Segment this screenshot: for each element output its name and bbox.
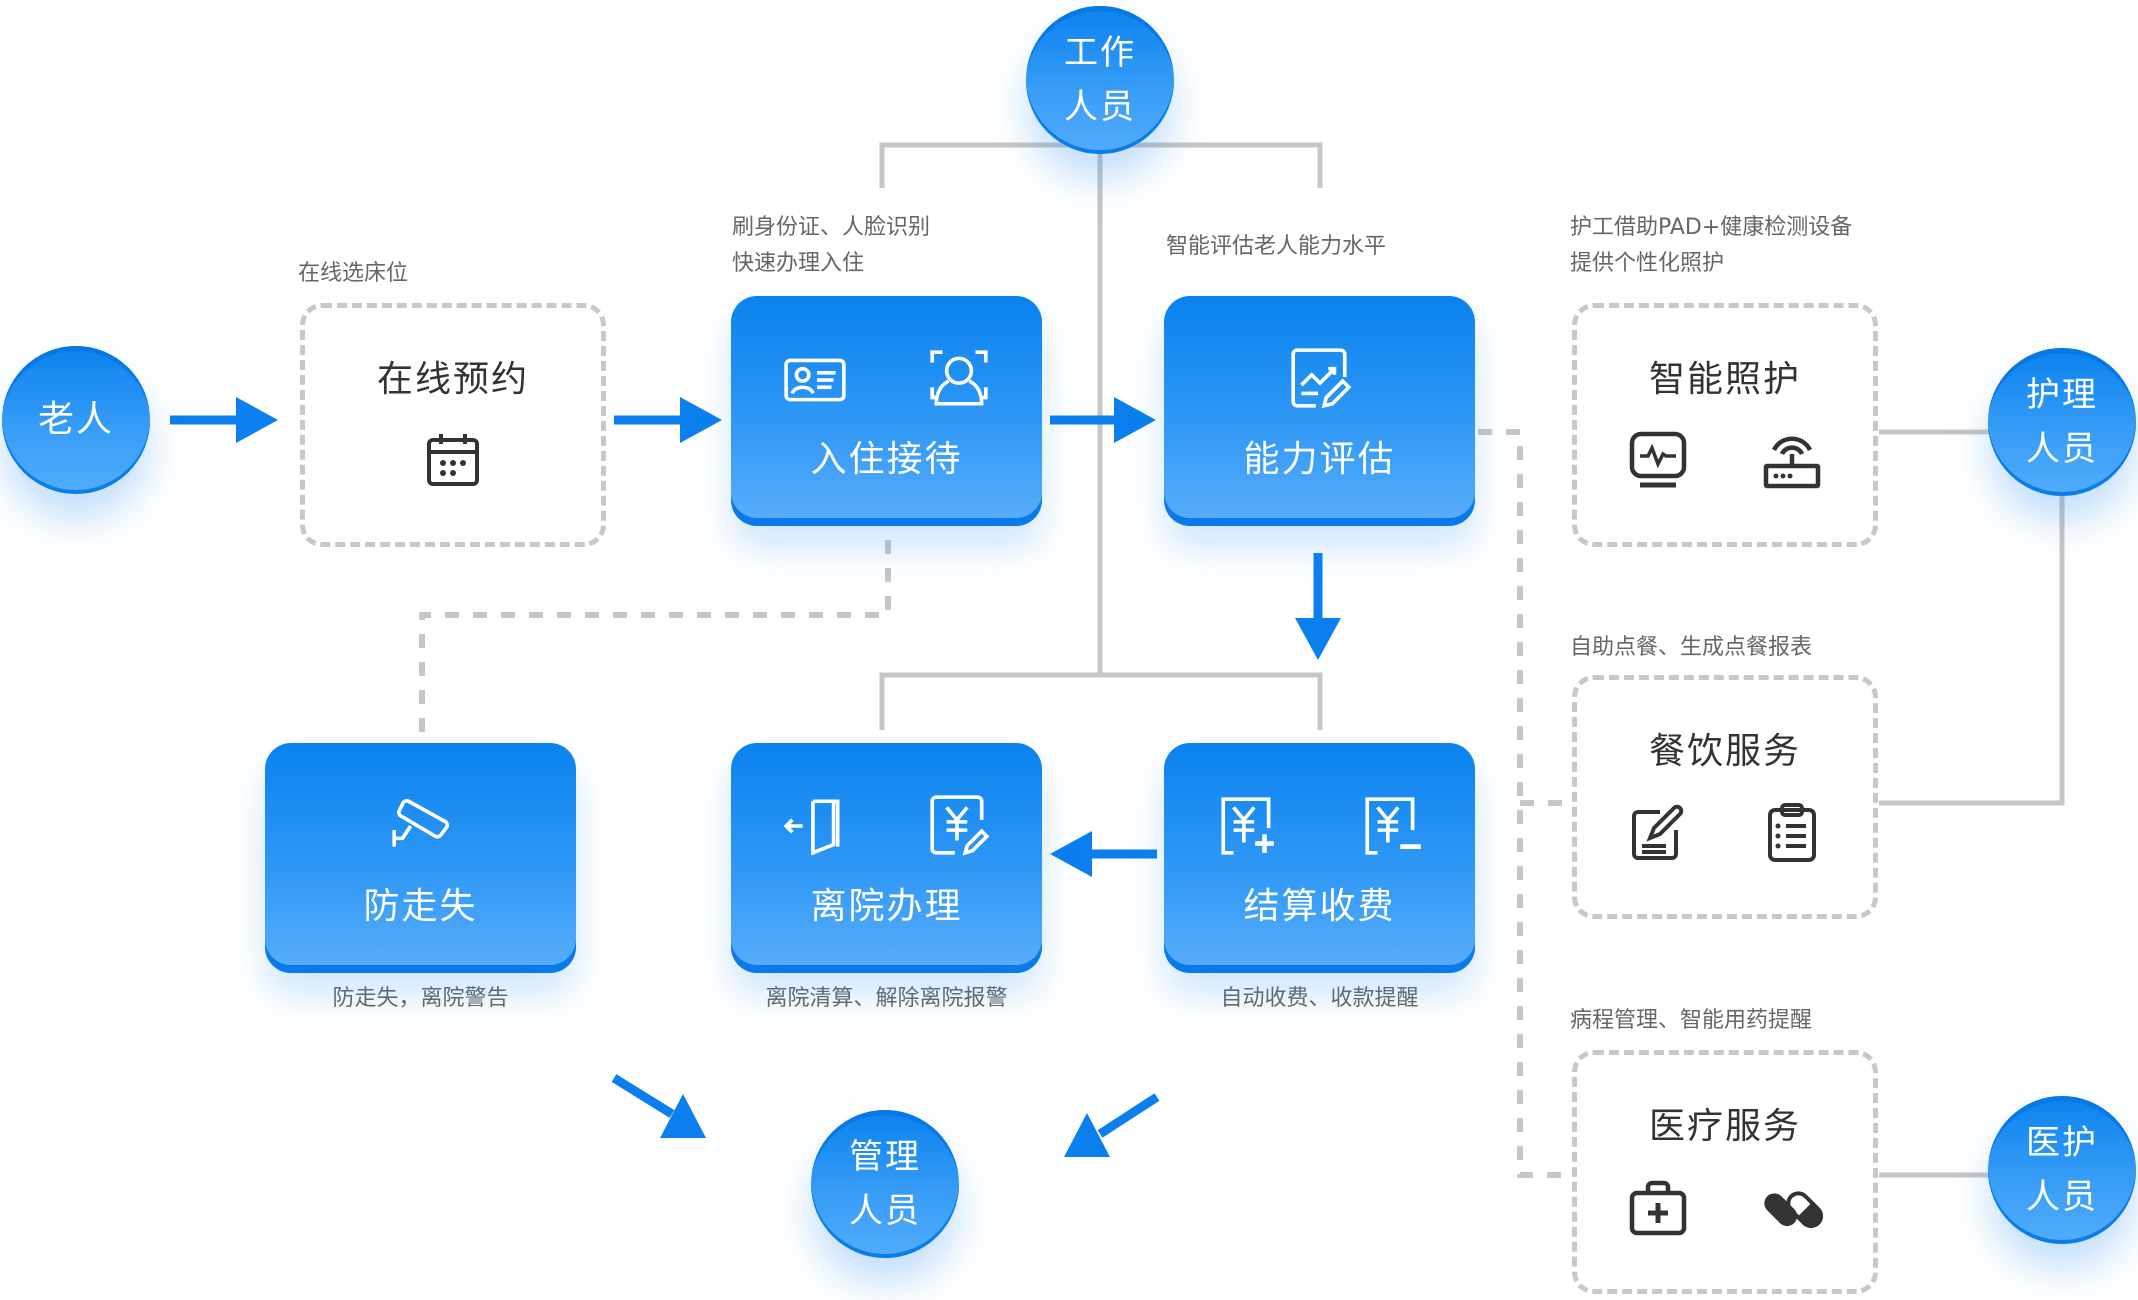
chart-edit-icon: [1290, 348, 1351, 409]
actor-label-line2: 人员: [2026, 1177, 2098, 1217]
clipboard-list-icon: [1768, 803, 1816, 862]
arrowhead: [1295, 618, 1341, 660]
service-medical[interactable]: 医疗服务: [1572, 1050, 1878, 1294]
actor-label-line2: 人员: [1064, 87, 1136, 127]
actor-medical[interactable]: 医护 人员: [1988, 1096, 2136, 1244]
actor-label-line2: 人员: [849, 1191, 921, 1231]
step-title: 在线预约: [376, 359, 529, 400]
step-checkin[interactable]: 入住接待: [731, 296, 1042, 526]
actor-elderly[interactable]: 老人: [2, 346, 150, 494]
id-card-icon: [783, 358, 846, 402]
service-title: 医疗服务: [1648, 1106, 1801, 1147]
assessment-to-services-dashed: [1478, 429, 1572, 1178]
arrowhead: [1050, 831, 1092, 877]
health-monitor-icon: [1629, 431, 1687, 488]
step-title: 入住接待: [810, 439, 963, 480]
arrowhead: [236, 397, 278, 443]
assessment-caption: 智能评估老人能力水平: [1166, 234, 1387, 259]
actor-label-line1: 工作: [1064, 33, 1136, 73]
actor-elderly-label: 老人: [37, 399, 114, 440]
service-smart-care[interactable]: 智能照护: [1572, 303, 1878, 547]
arrowhead: [1114, 397, 1156, 443]
medical-caption: 病程管理、智能用药提醒: [1570, 1008, 1813, 1033]
step-discharge[interactable]: 离院办理: [731, 743, 1042, 973]
smart-care-caption-line1: 护工借助PAD+健康检测设备: [1570, 215, 1853, 240]
arrowhead: [680, 397, 722, 443]
service-title: 智能照护: [1648, 359, 1801, 400]
actor-label-line1: 医护: [2026, 1123, 2098, 1163]
yuan-add-icon: [1220, 797, 1274, 855]
step-title: 防走失: [363, 886, 478, 927]
bill-edit-icon: [929, 795, 989, 856]
service-title: 餐饮服务: [1648, 731, 1801, 772]
smart-care-caption-line2: 提供个性化照护: [1570, 251, 1725, 276]
nursing-link: [1879, 429, 2065, 806]
step-online-booking[interactable]: 在线预约: [300, 303, 606, 547]
order-edit-icon: [1632, 804, 1684, 860]
anti-wander-caption: 防走失，离院警告: [332, 986, 509, 1011]
actor-label-line1: 护理: [2026, 375, 2098, 415]
actor-label-line1: 管理: [849, 1137, 921, 1177]
step-assessment[interactable]: 能力评估: [1164, 296, 1475, 526]
actor-staff[interactable]: 工作 人员: [1026, 6, 1174, 154]
exit-door-icon: [783, 799, 839, 856]
actor-label-line2: 人员: [2026, 429, 2098, 469]
arrow-to-manager-left: [611, 1074, 675, 1118]
surveillance-camera-icon: [391, 798, 449, 847]
staff-link-bottom: [879, 672, 1323, 730]
discharge-caption: 离院清算、解除离院报警: [765, 986, 1008, 1011]
actor-manager[interactable]: 管理 人员: [811, 1110, 959, 1258]
step-title: 离院办理: [810, 886, 963, 927]
first-aid-kit-icon: [1629, 1180, 1687, 1236]
wireless-device-icon: [1763, 436, 1821, 489]
checkin-caption-line2: 快速办理入住: [732, 251, 865, 276]
checkin-caption-line1: 刷身份证、人脸识别: [732, 215, 931, 240]
actor-nursing[interactable]: 护理 人员: [1988, 348, 2136, 496]
checkin-to-antiwander-dashed: [419, 540, 891, 740]
arrow-to-manager-right: [1097, 1093, 1160, 1138]
step-title: 能力评估: [1243, 439, 1396, 480]
face-recognition-icon: [929, 350, 988, 406]
yuan-minus-icon: [1364, 797, 1421, 855]
calendar-icon: [427, 434, 479, 486]
step-anti-wander[interactable]: 防走失: [265, 743, 576, 973]
billing-caption: 自动收费、收款提醒: [1220, 986, 1419, 1011]
service-catering[interactable]: 餐饮服务: [1572, 675, 1878, 919]
arrowhead: [1064, 1113, 1110, 1157]
catering-caption: 自助点餐、生成点餐报表: [1570, 635, 1813, 660]
step-title: 结算收费: [1243, 886, 1396, 927]
booking-caption: 在线选床位: [298, 261, 409, 286]
step-billing[interactable]: 结算收费: [1164, 743, 1475, 973]
pills-icon: [1764, 1191, 1824, 1229]
arrowhead: [660, 1094, 706, 1138]
